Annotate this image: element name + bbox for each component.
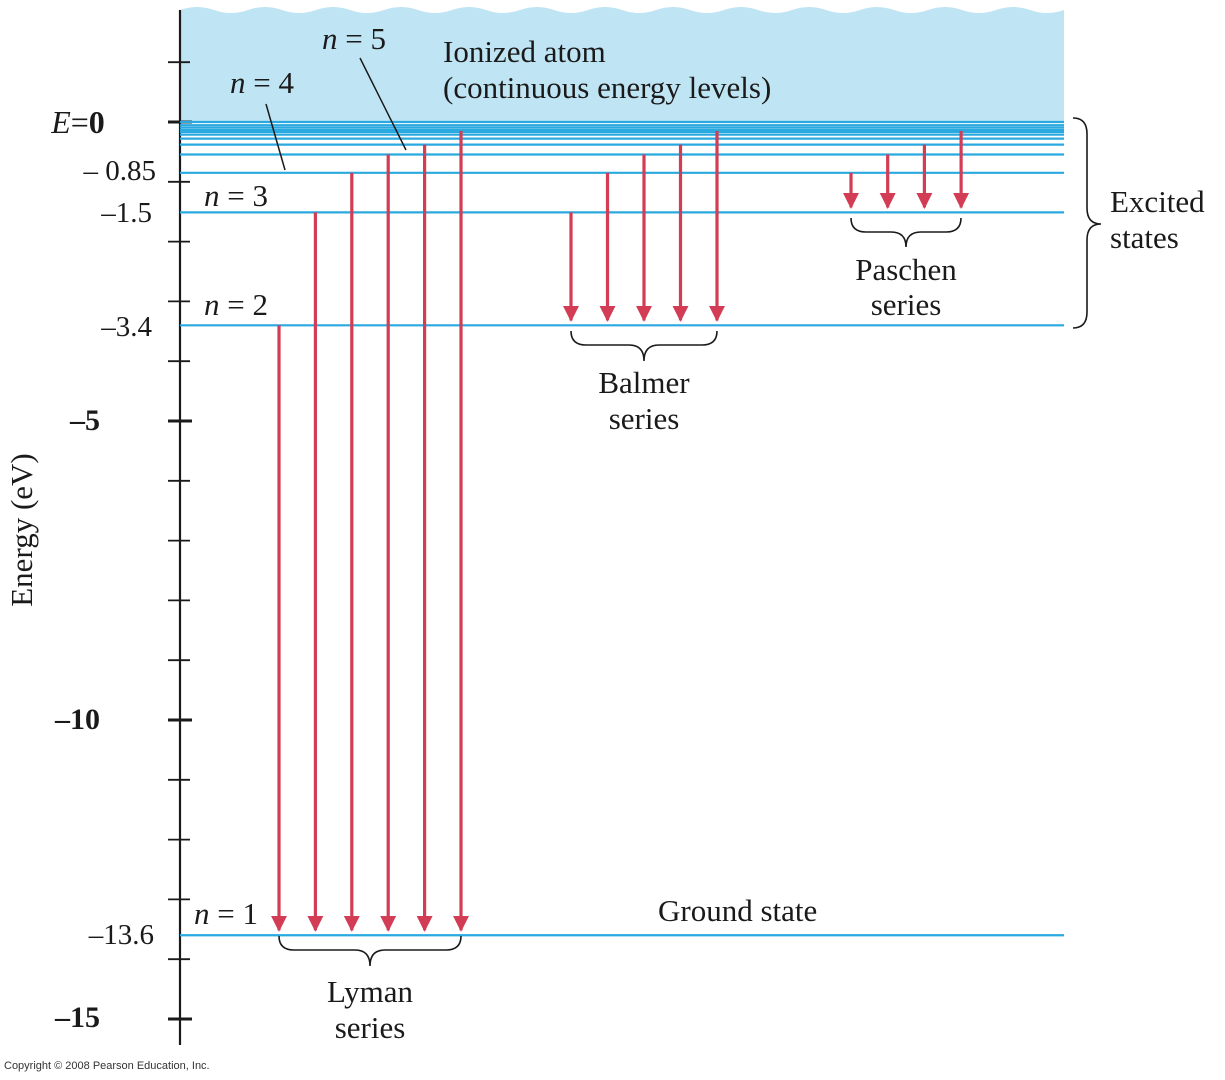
paschen-label-line2: series bbox=[871, 287, 942, 322]
level-label-n2: n = 2 bbox=[204, 287, 268, 322]
continuum-label-line2: (continuous energy levels) bbox=[443, 70, 771, 105]
balmer-label-line1: Balmer bbox=[598, 365, 690, 400]
transition-arrows bbox=[271, 131, 970, 932]
tick-label-minus3-4: –3.4 bbox=[100, 311, 152, 343]
balmer-label-line2: series bbox=[609, 401, 680, 436]
level-label-n3: n = 3 bbox=[204, 178, 268, 213]
tick-label-minus1-5: –1.5 bbox=[100, 197, 152, 229]
continuum-region bbox=[180, 7, 1064, 122]
ground-state-label: Ground state bbox=[658, 893, 817, 928]
leader-n5 bbox=[359, 57, 407, 151]
energy-levels bbox=[180, 120, 1064, 937]
excited-label-line1: Excited bbox=[1110, 184, 1205, 219]
leader-n4 bbox=[265, 103, 286, 171]
tick-label-minus15: –15 bbox=[54, 1001, 100, 1034]
axis-title: Energy (eV) bbox=[4, 453, 39, 607]
lyman-label-line2: series bbox=[335, 1010, 406, 1045]
tick-label-minus13-6: –13.6 bbox=[88, 919, 154, 951]
paschen-brace bbox=[850, 217, 962, 248]
tick-label-minus10: –10 bbox=[54, 703, 100, 736]
continuum-label-line1: Ionized atom bbox=[443, 34, 606, 69]
lyman-label-line1: Lyman bbox=[327, 974, 414, 1009]
level-label-n4: n = 4 bbox=[230, 65, 294, 100]
copyright-text: Copyright © 2008 Pearson Education, Inc. bbox=[4, 1060, 210, 1072]
tick-label-zero: E=0 bbox=[50, 104, 105, 140]
level-label-n5: n = 5 bbox=[322, 21, 386, 56]
paschen-label-line1: Paschen bbox=[855, 252, 957, 287]
tick-label-minus5: –5 bbox=[69, 404, 100, 437]
excited-brace bbox=[1072, 117, 1102, 329]
lyman-brace bbox=[278, 935, 462, 967]
excited-label-line2: states bbox=[1110, 220, 1179, 255]
balmer-brace bbox=[570, 330, 718, 362]
level-label-n1: n = 1 bbox=[194, 896, 258, 931]
tick-label-minus0-85: – 0.85 bbox=[83, 155, 157, 187]
